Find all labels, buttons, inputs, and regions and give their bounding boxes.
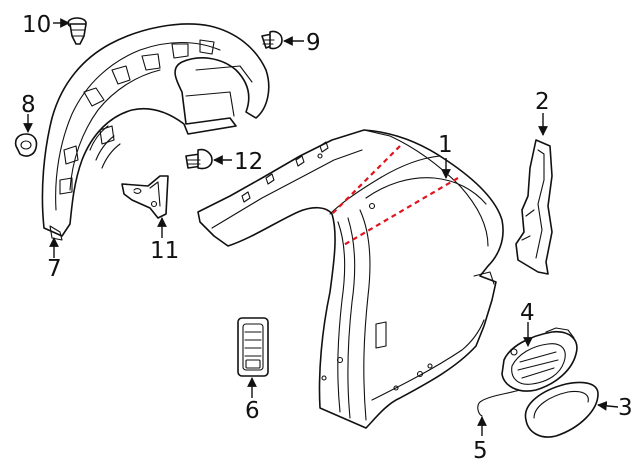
leader-lines [23,18,619,436]
callout-10: 10 [22,12,51,38]
callout-4: 4 [520,300,535,326]
callout-12: 12 [234,149,263,175]
reinforcement-part [515,139,553,275]
grommet-part [14,133,38,157]
pocket-trim-part [237,317,269,377]
callout-5: 5 [473,438,488,464]
screw-part-9 [261,30,283,50]
fuel-door-housing-part [501,327,578,392]
callout-11: 11 [150,238,179,264]
callout-9: 9 [306,30,321,56]
callout-8: 8 [21,92,36,118]
callout-6: 6 [245,398,260,424]
tether-part [477,389,521,417]
callout-2: 2 [535,89,550,115]
callout-7: 7 [47,256,62,282]
callout-1: 1 [438,132,453,158]
push-clip-part [67,17,87,45]
screw-part-12 [185,148,213,170]
cut-line-upper [329,145,401,217]
callout-3: 3 [618,395,633,421]
leader-3 [597,401,619,411]
cut-line-lower [341,177,459,247]
fuel-door-part [524,381,599,438]
bracket-part [121,175,169,219]
wheelhouse-liner-part [41,23,270,241]
quarter-panel-part [197,129,504,429]
